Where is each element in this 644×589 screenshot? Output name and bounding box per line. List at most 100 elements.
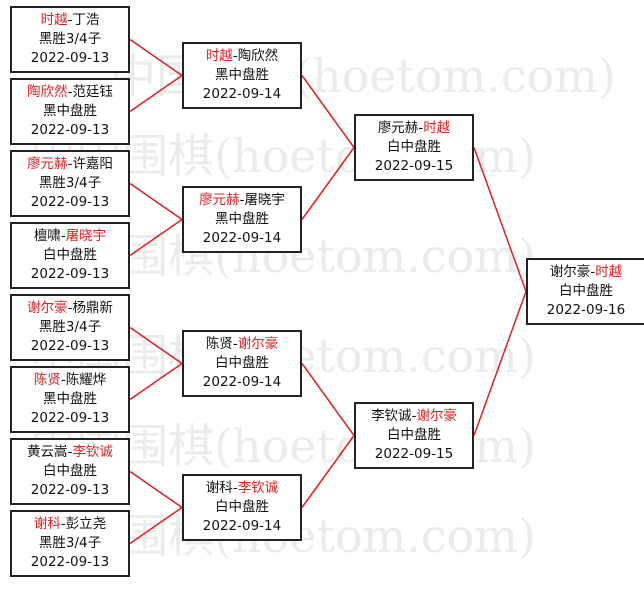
player-separator: - (60, 228, 66, 244)
match-result: 白中盘胜 (215, 355, 269, 371)
match-date: 2022-09-13 (30, 482, 110, 498)
player-1-name: 谢尔豪 (549, 264, 591, 280)
player-2-name: 李钦诚 (72, 444, 113, 460)
match-players: 廖元赫-许嘉阳 (27, 155, 113, 174)
match-result: 黑中盘胜 (215, 211, 269, 227)
player-1-name: 廖元赫 (199, 192, 240, 208)
player-1-name: 陶欣然 (27, 84, 68, 100)
match-box-round-3: 李钦诚-谢尔豪白中盘胜 2022-09-15 (354, 402, 474, 469)
match-result: 黑胜3/4子 (38, 175, 102, 191)
match-players: 谢尔豪-杨鼎新 (27, 299, 113, 318)
player-2-name: 杨鼎新 (72, 300, 113, 316)
match-result: 白中盘胜 (387, 139, 441, 155)
bracket-connector (129, 182, 183, 221)
player-separator: - (67, 444, 73, 460)
player-2-name: 谢尔豪 (237, 336, 279, 352)
player-separator: - (67, 156, 73, 172)
match-players: 时越-丁浩 (41, 11, 100, 30)
match-box-round-1: 时越-丁浩黑胜3/4子 2022-09-13 (10, 6, 130, 73)
match-date: 2022-09-13 (30, 50, 110, 66)
match-players: 黄云嵩-李钦诚 (27, 443, 113, 462)
player-separator: - (590, 264, 596, 280)
match-players: 谢尔豪-时越 (550, 263, 622, 282)
player-separator: - (67, 84, 73, 100)
player-separator: - (239, 192, 245, 208)
bracket-connector (301, 435, 355, 508)
bracket-connector (473, 147, 527, 292)
player-separator: - (232, 480, 238, 496)
match-box-round-2: 时越-陶欣然黑中盘胜 2022-09-14 (182, 42, 302, 109)
match-box-round-3: 廖元赫-时越白中盘胜 2022-09-15 (354, 114, 474, 181)
bracket-connector (301, 363, 355, 436)
player-2-name: 许嘉阳 (72, 156, 113, 172)
match-result: 白中盘胜 (215, 499, 269, 515)
player-separator: - (67, 12, 73, 28)
player-2-name: 屠晓宇 (244, 192, 285, 208)
player-1-name: 李钦诚 (371, 408, 412, 424)
match-players: 谢科-彭立尧 (34, 515, 106, 534)
match-result: 黑中盘胜 (215, 67, 269, 83)
match-players: 陶欣然-范廷钰 (27, 83, 113, 102)
match-date: 2022-09-14 (202, 374, 282, 390)
match-date: 2022-09-15 (374, 446, 454, 462)
player-1-name: 谢科 (33, 516, 61, 532)
match-date: 2022-09-13 (30, 410, 110, 426)
match-players: 陈贤-谢尔豪 (206, 335, 278, 354)
player-1-name: 廖元赫 (27, 156, 68, 172)
match-date: 2022-09-13 (30, 122, 110, 138)
match-date: 2022-09-13 (30, 338, 110, 354)
player-1-name: 陈贤 (33, 372, 61, 388)
match-result: 黑胜3/4子 (38, 319, 102, 335)
match-result: 黑胜3/4子 (38, 535, 102, 551)
player-separator: - (60, 516, 66, 532)
match-players: 陈贤-陈耀烨 (34, 371, 106, 390)
player-1-name: 黄云嵩 (27, 444, 68, 460)
player-2-name: 时越 (423, 120, 451, 136)
player-1-name: 廖元赫 (377, 120, 419, 136)
match-result: 白中盘胜 (559, 283, 613, 299)
bracket-connector (301, 147, 355, 220)
bracket-connector (473, 291, 527, 436)
player-2-name: 彭立尧 (65, 516, 107, 532)
match-date: 2022-09-14 (202, 230, 282, 246)
player-2-name: 丁浩 (72, 12, 100, 28)
player-separator: - (232, 48, 238, 64)
match-result: 白中盘胜 (43, 247, 97, 263)
match-result: 黑中盘胜 (43, 391, 97, 407)
bracket-connector (129, 218, 183, 257)
match-date: 2022-09-16 (546, 302, 626, 318)
player-2-name: 屠晓宇 (65, 228, 107, 244)
bracket-connector (129, 362, 183, 401)
player-separator: - (67, 300, 73, 316)
player-1-name: 檀啸 (33, 228, 61, 244)
match-players: 谢科-李钦诚 (206, 479, 278, 498)
player-separator: - (232, 336, 238, 352)
match-players: 李钦诚-谢尔豪 (371, 407, 457, 426)
player-separator: - (418, 120, 424, 136)
match-players: 廖元赫-屠晓宇 (199, 191, 285, 210)
bracket-connector (129, 74, 183, 113)
match-date: 2022-09-15 (374, 158, 454, 174)
player-2-name: 范廷钰 (72, 84, 113, 100)
match-date: 2022-09-14 (202, 86, 282, 102)
player-1-name: 时越 (205, 48, 233, 64)
player-2-name: 李钦诚 (237, 480, 279, 496)
player-1-name: 谢尔豪 (27, 300, 68, 316)
player-separator: - (411, 408, 417, 424)
bracket-connector (129, 38, 183, 77)
match-result: 黑胜3/4子 (38, 31, 102, 47)
player-2-name: 陶欣然 (237, 48, 279, 64)
match-date: 2022-09-13 (30, 554, 110, 570)
match-result: 白中盘胜 (387, 427, 441, 443)
match-players: 檀啸-屠晓宇 (34, 227, 106, 246)
player-2-name: 时越 (595, 264, 623, 280)
player-1-name: 陈贤 (205, 336, 233, 352)
match-result: 白中盘胜 (43, 463, 97, 479)
